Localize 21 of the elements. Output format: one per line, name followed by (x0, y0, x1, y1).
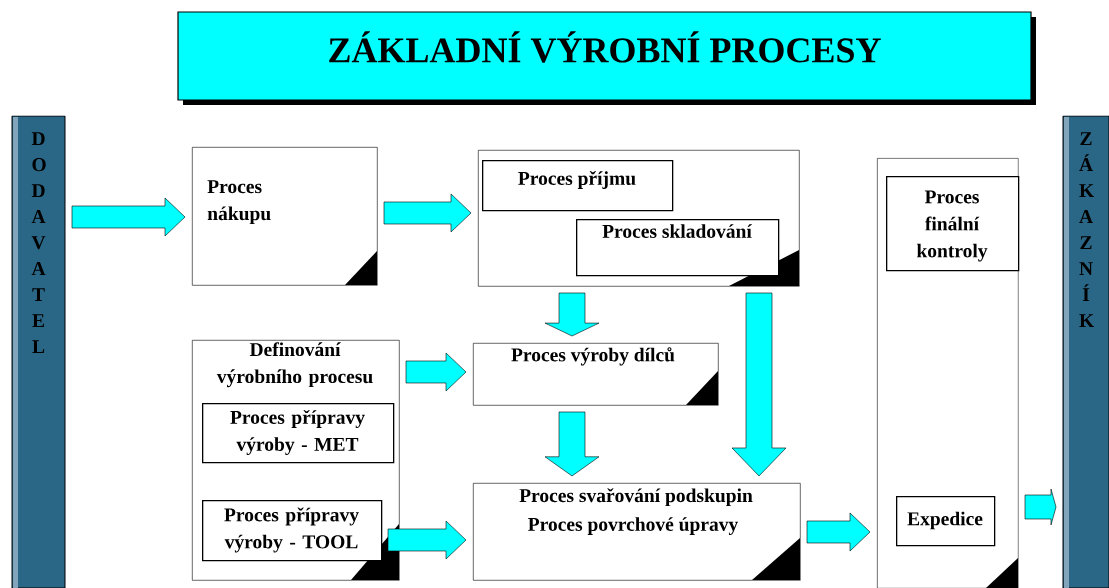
title-banner: ZÁKLADNÍ VÝROBNÍ PROCESY (177, 11, 1036, 105)
block-arrow (387, 520, 467, 560)
block-arrow (731, 292, 787, 477)
process-box: Proces svařování podskupin Proces povrchové úpravy (473, 483, 801, 581)
block-arrow (1024, 488, 1057, 526)
process-box: Proces skladování (576, 219, 780, 277)
process-box: Proces nákupu (192, 147, 378, 286)
process-box: Proces přípravy výroby - TOOL (202, 500, 383, 562)
block-arrow (806, 512, 871, 552)
process-box: Proces příjmu (482, 160, 674, 212)
process-box: Expedice (896, 496, 996, 547)
process-box: Proces výroby dílců (473, 343, 719, 406)
block-arrow (71, 197, 186, 237)
vertical-label-bar: Z Á K A Z N Í K (1062, 115, 1109, 588)
process-box: Proces přípravy výroby - MET (202, 403, 395, 464)
process-box: Proces finální kontroly (886, 176, 1020, 272)
block-arrow (544, 411, 600, 477)
block-arrow (383, 193, 472, 233)
vertical-label-bar: D O D A V A T E L (11, 115, 66, 588)
block-arrow (544, 292, 600, 337)
block-arrow (405, 352, 467, 392)
